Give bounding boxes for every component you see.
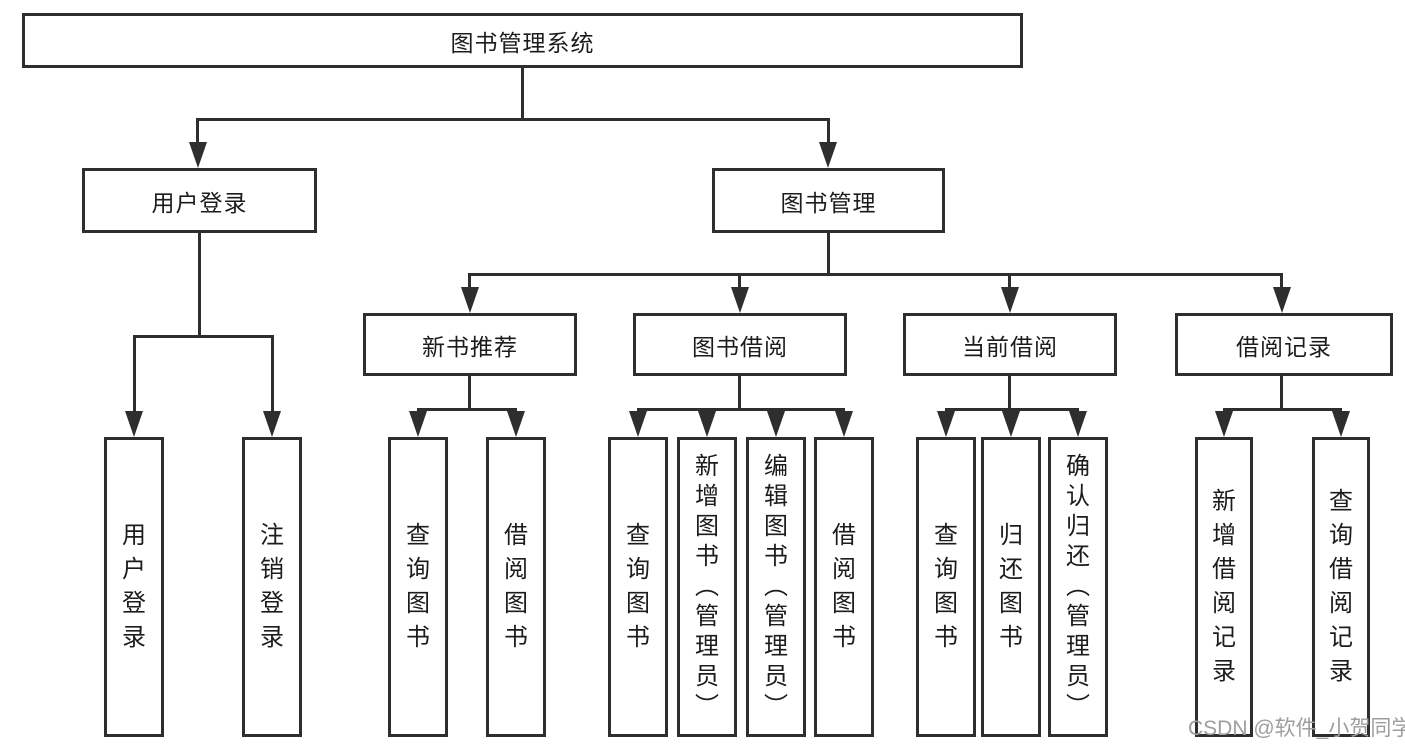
- connector-line: [738, 273, 741, 291]
- node-borrow-books-recommend: 借阅图书: [486, 437, 546, 737]
- arrowhead-icon: [1001, 287, 1019, 313]
- node-label: 确认归还︵管理员︶: [1066, 453, 1090, 720]
- connector-line: [1223, 408, 1342, 411]
- arrowhead-icon: [819, 142, 837, 168]
- node-new-book-recommendation: 新书推荐: [363, 313, 577, 376]
- arrowhead-icon: [1069, 411, 1087, 437]
- connector-line: [1280, 376, 1283, 411]
- connector-line: [738, 376, 741, 411]
- node-label: 用户登录: [151, 189, 248, 216]
- node-user-login: 用户登录: [82, 168, 317, 233]
- connector-line: [196, 118, 199, 144]
- node-label: 注销登录: [260, 522, 284, 651]
- connector-line: [468, 376, 471, 411]
- node-edit-books-admin: 编辑图书︵管理员︶: [746, 437, 806, 737]
- connector-line: [197, 118, 830, 121]
- node-query-books-current: 查询图书: [916, 437, 976, 737]
- node-query-borrow-record: 查询借阅记录: [1312, 437, 1370, 737]
- arrowhead-icon: [698, 411, 716, 437]
- node-book-management: 图书管理: [712, 168, 945, 233]
- connector-line: [198, 233, 201, 338]
- connector-line: [945, 408, 1079, 411]
- arrowhead-icon: [409, 411, 427, 437]
- node-label: 新增图书︵管理员︶: [695, 453, 719, 720]
- node-label: 借阅记录: [1236, 333, 1332, 360]
- arrowhead-icon: [1332, 411, 1350, 437]
- node-label: 查询图书: [406, 522, 430, 651]
- node-current-borrowing: 当前借阅: [903, 313, 1117, 376]
- connector-line: [1008, 273, 1011, 291]
- node-logout: 注销登录: [242, 437, 302, 737]
- node-add-books-admin: 新增图书︵管理员︶: [677, 437, 737, 737]
- connector-line: [827, 233, 830, 276]
- arrowhead-icon: [731, 287, 749, 313]
- arrowhead-icon: [629, 411, 647, 437]
- node-label: 借阅图书: [504, 522, 528, 651]
- node-user-login-leaf: 用户登录: [104, 437, 164, 737]
- connector-line: [133, 335, 136, 413]
- node-label: 当前借阅: [962, 333, 1058, 360]
- node-confirm-return-admin: 确认归还︵管理员︶: [1048, 437, 1108, 737]
- connector-line: [827, 118, 830, 144]
- arrowhead-icon: [835, 411, 853, 437]
- node-borrowing-records: 借阅记录: [1175, 313, 1393, 376]
- arrowhead-icon: [507, 411, 525, 437]
- connector-line: [1280, 273, 1283, 291]
- node-library-management-system: 图书管理系统: [22, 13, 1023, 68]
- node-label: 归还图书: [999, 522, 1023, 651]
- node-query-books-borrowing: 查询图书: [608, 437, 668, 737]
- node-label: 图书借阅: [692, 333, 788, 360]
- connector-line: [521, 68, 524, 118]
- node-label: 查询图书: [934, 522, 958, 651]
- connector-line: [470, 273, 1282, 276]
- node-label: 借阅图书: [832, 522, 856, 651]
- node-label: 查询借阅记录: [1329, 488, 1353, 685]
- arrowhead-icon: [1273, 287, 1291, 313]
- connector-line: [417, 408, 517, 411]
- node-label: 查询图书: [626, 522, 650, 651]
- connector-line: [1008, 376, 1011, 411]
- arrowhead-icon: [767, 411, 785, 437]
- node-return-books: 归还图书: [981, 437, 1041, 737]
- node-borrow-books: 借阅图书: [814, 437, 874, 737]
- arrowhead-icon: [937, 411, 955, 437]
- connector-line: [637, 408, 845, 411]
- arrowhead-icon: [189, 142, 207, 168]
- connector-line: [133, 335, 274, 338]
- node-label: 新增借阅记录: [1212, 488, 1236, 685]
- node-add-borrow-record: 新增借阅记录: [1195, 437, 1253, 737]
- node-query-books-recommend: 查询图书: [388, 437, 448, 737]
- node-label: 编辑图书︵管理员︶: [764, 453, 788, 720]
- connector-line: [468, 273, 471, 291]
- connector-line: [271, 335, 274, 413]
- watermark: CSDN @软件_小贺同学: [1188, 717, 1405, 740]
- arrowhead-icon: [1215, 411, 1233, 437]
- node-label: 用户登录: [122, 522, 146, 651]
- node-label: 图书管理系统: [450, 29, 595, 56]
- node-book-borrowing: 图书借阅: [633, 313, 847, 376]
- arrowhead-icon: [1002, 411, 1020, 437]
- node-label: 图书管理: [780, 189, 877, 216]
- arrowhead-icon: [461, 287, 479, 313]
- arrowhead-icon: [263, 411, 281, 437]
- node-label: 新书推荐: [422, 333, 518, 360]
- arrowhead-icon: [125, 411, 143, 437]
